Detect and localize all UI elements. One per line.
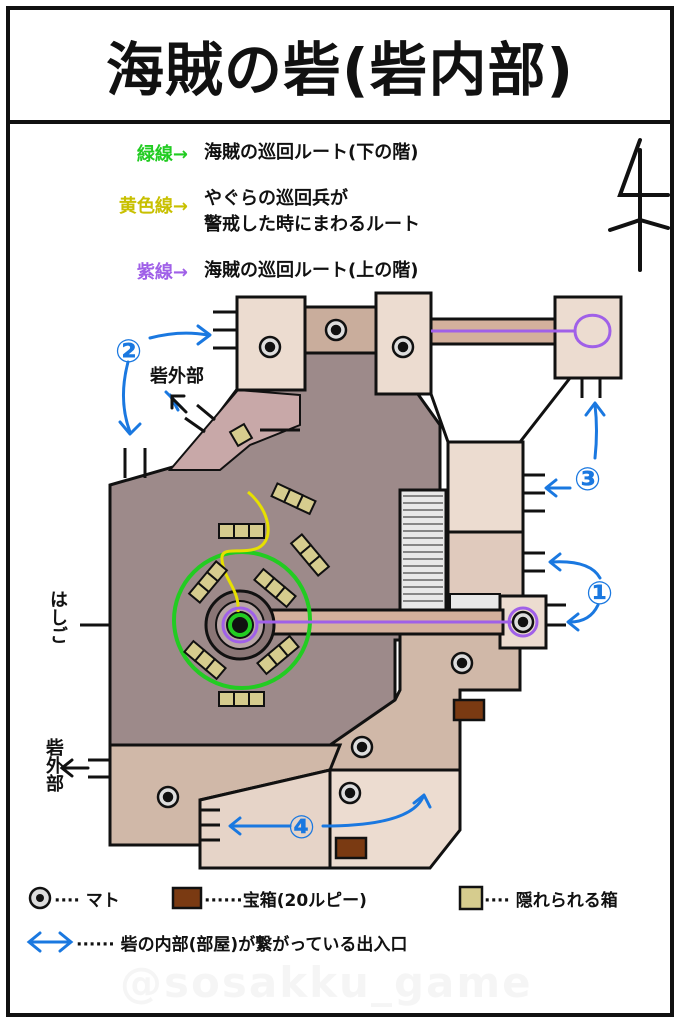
legend-chest-icon — [171, 886, 203, 910]
legend-green-text: 海賊の巡回ルート(下の階) — [204, 142, 419, 163]
right-room-1 — [446, 440, 525, 534]
entrance-numbers: ② ③ ① ④ — [115, 332, 613, 846]
legend-yellow-text-2: 警戒した時にまわるルート — [204, 214, 420, 235]
exit-arrows-black — [59, 394, 188, 778]
page-title: 海賊の砦(砦内部) — [105, 36, 575, 104]
targets — [156, 318, 535, 809]
entrance-4-label: ④ — [288, 808, 315, 846]
legend-target-icon — [28, 886, 52, 910]
legend-hide-box-icon — [458, 885, 484, 911]
map-text-labels: 砦外部 — [150, 365, 204, 387]
hide-box-icon — [218, 523, 265, 539]
purple-route-center — [221, 606, 259, 644]
ladder-label: はしご — [47, 590, 68, 644]
title-bar: 海賊の砦(砦内部) — [6, 6, 674, 124]
exit-ticks — [80, 310, 602, 842]
entrance-3-label: ③ — [574, 460, 601, 498]
target-icon — [391, 335, 415, 359]
legend-yellow-key: 黄色線→ — [118, 196, 188, 217]
legend-entrance-text: ······ 砦の内部(部屋)が繋がっている出入口 — [76, 935, 408, 955]
legend-yellow-text-1: やぐらの巡回兵が — [204, 188, 348, 209]
target-icon — [350, 735, 374, 759]
purple-route-mid-loop — [507, 606, 539, 638]
fort-exterior-left-label: 砦外部 — [43, 738, 64, 792]
yellow-route — [220, 490, 270, 613]
legend-hide-box-text: ···· 隠れられる箱 — [484, 891, 618, 911]
hide-box-icon — [270, 482, 317, 516]
hide-box-icon — [187, 560, 229, 604]
target-icon — [338, 781, 362, 805]
legend-purple-key: 紫線→ — [136, 262, 188, 283]
legend-target-text: ···· マト — [54, 891, 120, 911]
fort-exterior-top-label: 砦外部 — [150, 365, 204, 387]
entrance-1-label: ① — [586, 574, 613, 612]
chest-icon — [334, 836, 368, 860]
hide-box-icon — [228, 422, 254, 448]
target-icon — [511, 610, 535, 634]
watermark: @sosakku_game — [120, 958, 533, 1007]
entrance-2-label: ② — [115, 332, 142, 370]
hide-box-icon — [218, 691, 265, 707]
stairs-lines — [403, 495, 443, 602]
legend-green-key: 緑線→ — [136, 144, 188, 165]
target-icon — [258, 335, 282, 359]
legend-purple-text: 海賊の巡回ルート(上の階) — [204, 260, 419, 281]
chest-icon — [452, 698, 486, 722]
purple-route-top-loop — [573, 313, 612, 349]
hide-boxes — [183, 422, 331, 707]
bottom-legend-icons — [26, 885, 484, 953]
hide-box-icon — [183, 639, 227, 681]
target-icon — [450, 651, 474, 675]
hide-box-icon — [253, 567, 297, 609]
legend-entrance-arrow-icon — [26, 931, 74, 953]
north-compass — [608, 138, 670, 272]
hide-box-icon — [289, 533, 331, 577]
legend-chest-text: ······宝箱(20ルピー) — [204, 891, 367, 911]
tower-top-right — [553, 295, 623, 380]
target-icon — [324, 318, 348, 342]
wall-diagonal-right — [429, 377, 572, 444]
hide-box-icon — [256, 634, 300, 676]
target-icon — [156, 785, 180, 809]
green-route-center — [228, 613, 252, 637]
